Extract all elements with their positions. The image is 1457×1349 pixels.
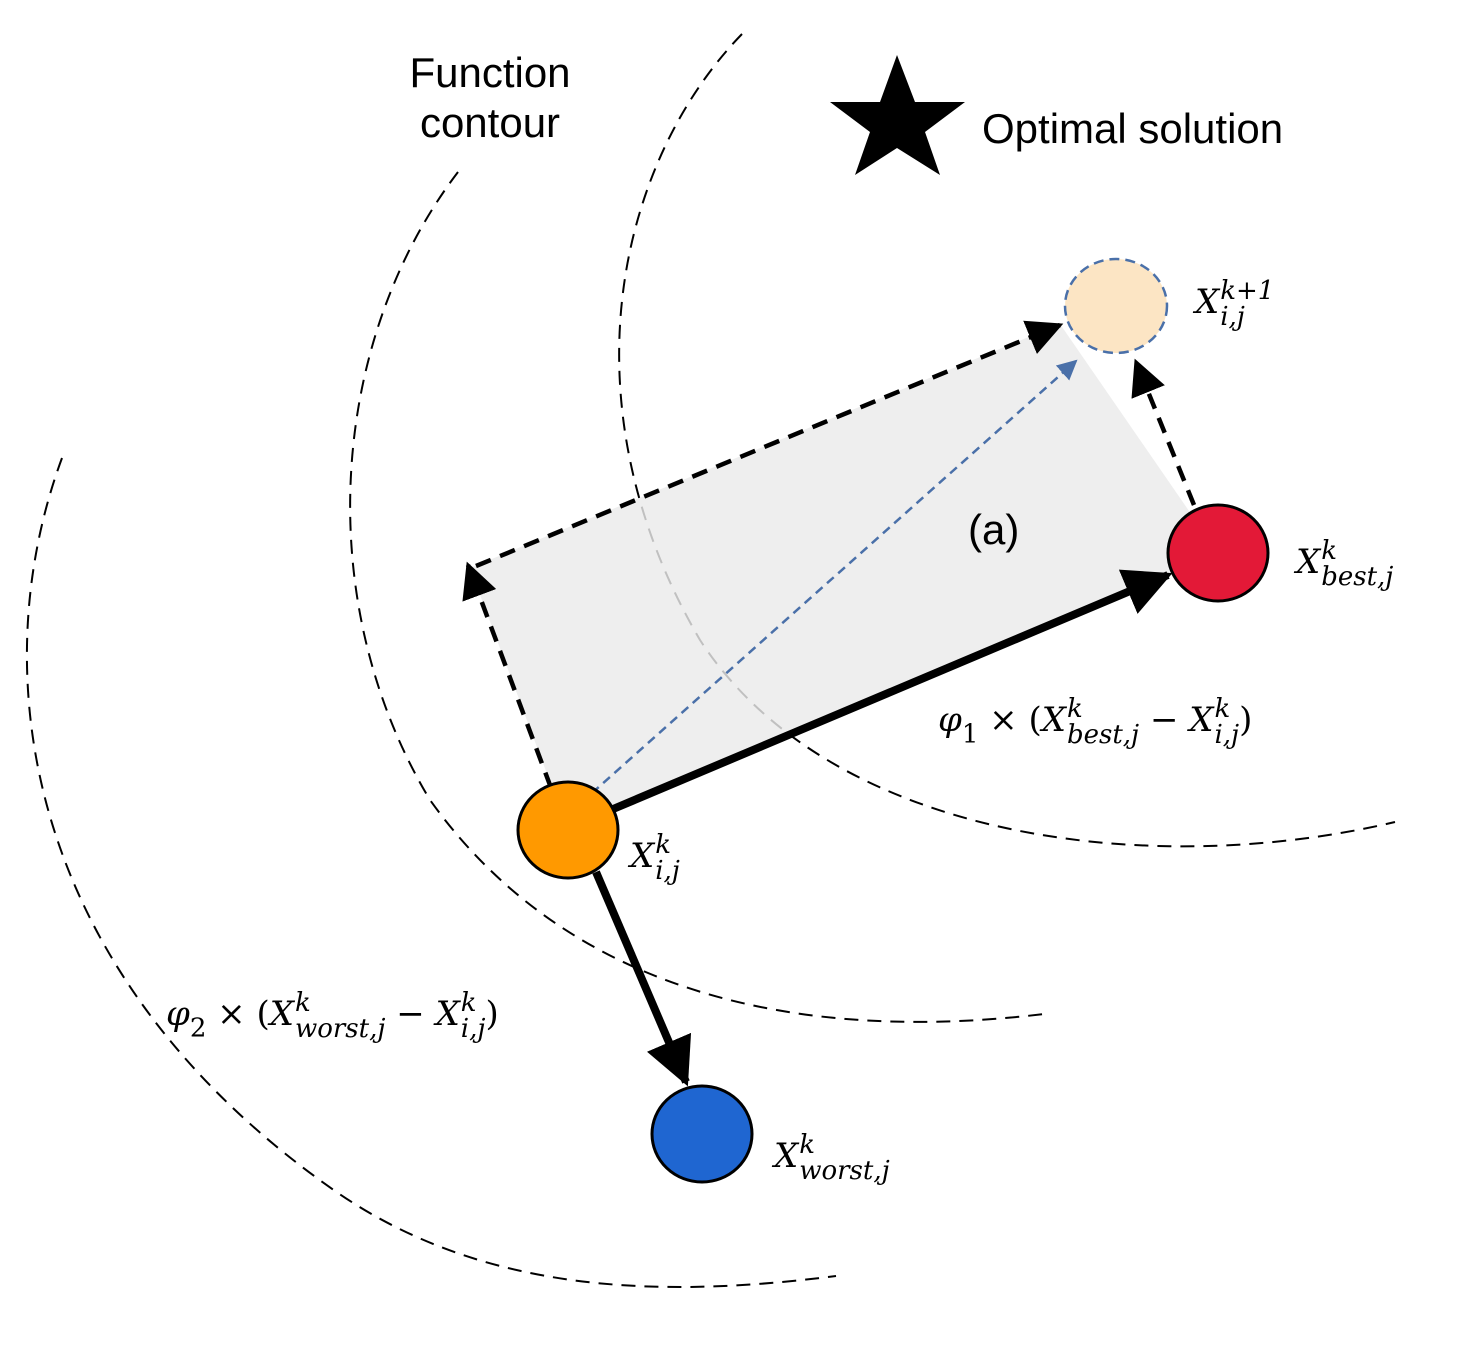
label-worst-symbol: X [774,1136,799,1176]
phi2-times: × [217,994,246,1034]
dashed-arrow-worst-component [462,561,563,813]
phi1-times: × [989,700,1018,740]
label-current-symbol: X [630,836,655,876]
phi1-minus: − [1149,700,1179,740]
node-best [1166,503,1270,603]
label-current-sup: k [655,830,671,860]
label-current-sub: i,j [655,856,680,886]
resultant-arrow [591,359,1078,794]
label-best-sub: best,j [1321,562,1394,592]
region-label: (a) [968,506,1020,553]
phi1-b-symbol: X [1189,700,1214,740]
label-next-symbol: X [1195,282,1220,322]
phi2-b-symbol: X [435,994,460,1034]
phi1-a-symbol: X [1041,700,1066,740]
phi1-b-sup: k [1214,694,1231,724]
arrow-to-best [604,569,1173,816]
phi1-b-sub: i,j [1214,720,1240,750]
update-region [470,324,1218,830]
label-worst-sup: k [799,1130,815,1160]
phi2-a-sup: k [294,988,311,1018]
phi2-open: ( [256,994,270,1034]
phi2-close: ) [485,994,499,1034]
label-next-sub: i,j [1220,302,1245,332]
function-contour-line2: contour [419,99,561,146]
contour-arc-outer [26,457,837,1289]
phi1-close: ) [1239,700,1253,740]
function-contour-line1: Function [409,49,571,96]
function-contour-label: Function contour [395,48,585,148]
optimal-solution-label: Optimal solution [982,105,1284,152]
phi2-a-sub: worst,j [294,1014,386,1044]
phi1-coef: φ [938,700,962,740]
node-next [1063,257,1169,355]
phi1-a-sub: best,j [1066,720,1140,750]
arrow-to-worst [592,870,692,1087]
label-worst-sub: worst,j [799,1156,890,1186]
phi2-b-sup: k [460,988,477,1018]
phi1-open: ( [1028,700,1042,740]
optimal-star-icon [830,55,965,175]
label-best-sup: k [1321,536,1337,566]
phi2-coef: φ [166,994,190,1034]
label-best-symbol: X [1296,542,1321,582]
phi1-a-sup: k [1066,694,1083,724]
node-worst [650,1084,754,1184]
phi2-a-symbol: X [269,994,294,1034]
phi2-coef-sub: 2 [189,1013,207,1044]
label-next-sup: k+1 [1220,276,1275,306]
contour-arc-middle [349,171,1045,1023]
phi1-coef-sub: 1 [961,719,979,750]
phi2-b-sub: i,j [460,1014,486,1044]
phi2-minus: − [396,994,425,1034]
dashed-arrow-top-edge [475,320,1064,569]
node-current [516,780,620,880]
